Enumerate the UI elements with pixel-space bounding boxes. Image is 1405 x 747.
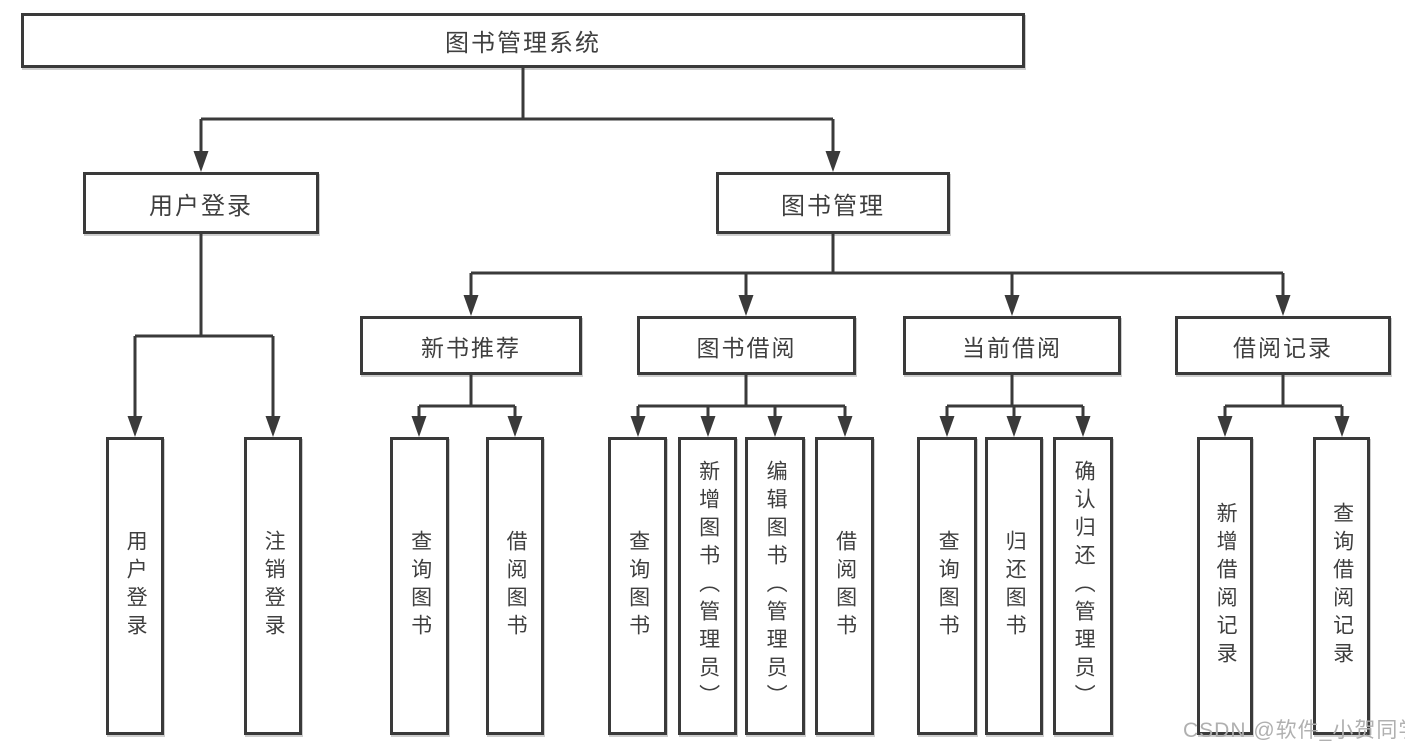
leaf-logout-label: 注销登录: [262, 530, 286, 642]
leaf-edit-book-admin-label: 编辑图书（管理员）: [764, 460, 788, 712]
leaf-logout: 注销登录: [244, 437, 302, 735]
leaf-query-books-current-label: 查询图书: [936, 530, 960, 642]
leaf-query-books-recommend: 查询图书: [390, 437, 449, 735]
arrowhead-group: [127, 151, 1350, 437]
leaf-query-books-current: 查询图书: [917, 437, 977, 735]
leaf-borrow-books: 借阅图书: [815, 437, 874, 735]
node-book-management: 图书管理: [716, 172, 950, 234]
node-user-login: 用户登录: [83, 172, 319, 234]
csdn-watermark: CSDN @软件_小贺同学: [1183, 719, 1405, 742]
leaf-query-borrow-record-label: 查询借阅记录: [1330, 502, 1354, 670]
node-library-management-system: 图书管理系统: [21, 13, 1025, 68]
leaf-edit-book-admin: 编辑图书（管理员）: [745, 437, 805, 735]
leaf-user-login-label: 用户登录: [124, 530, 148, 642]
leaf-query-books-borrow: 查询图书: [608, 437, 667, 735]
leaf-add-book-admin: 新增图书（管理员）: [678, 437, 737, 735]
leaf-return-book-label: 归还图书: [1003, 530, 1027, 642]
node-book-borrowing: 图书借阅: [637, 316, 856, 375]
leaf-user-login: 用户登录: [106, 437, 164, 735]
leaf-confirm-return-admin-label: 确认归还（管理员）: [1072, 460, 1096, 712]
leaf-query-books-recommend-label: 查询图书: [408, 530, 432, 642]
leaf-add-book-admin-label: 新增图书（管理员）: [696, 460, 720, 712]
leaf-query-books-borrow-label: 查询图书: [626, 530, 650, 642]
leaf-query-borrow-record: 查询借阅记录: [1313, 437, 1370, 735]
leaf-borrow-books-recommend-label: 借阅图书: [504, 530, 528, 642]
leaf-borrow-books-label: 借阅图书: [833, 530, 857, 642]
leaf-return-book: 归还图书: [985, 437, 1043, 735]
node-new-book-recommend: 新书推荐: [360, 316, 582, 375]
leaf-add-borrow-record-label: 新增借阅记录: [1214, 502, 1238, 670]
leaf-add-borrow-record: 新增借阅记录: [1197, 437, 1253, 735]
node-current-borrowing: 当前借阅: [903, 316, 1121, 375]
leaf-confirm-return-admin: 确认归还（管理员）: [1053, 437, 1113, 735]
node-borrowing-records: 借阅记录: [1175, 316, 1391, 375]
leaf-borrow-books-recommend: 借阅图书: [486, 437, 544, 735]
